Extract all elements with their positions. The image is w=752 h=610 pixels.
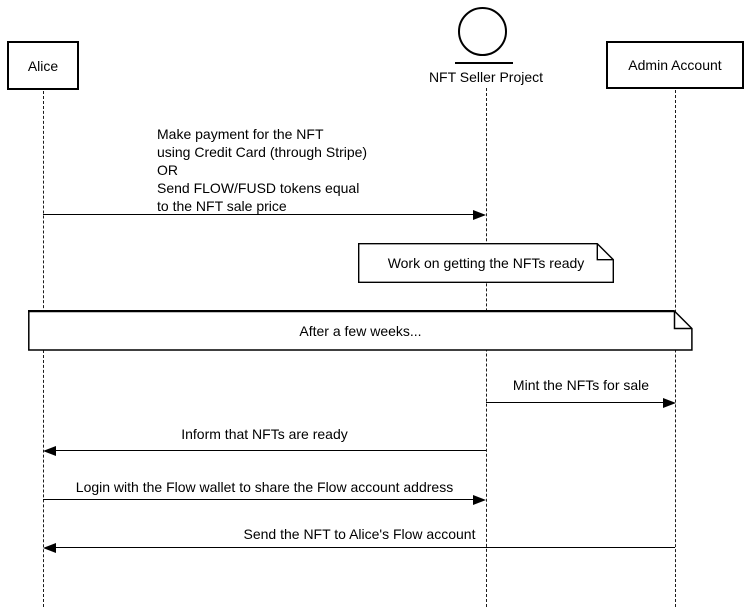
note-shape bbox=[358, 243, 614, 283]
message-inform-ready-text: Inform that NFTs are ready bbox=[181, 426, 348, 442]
message-send-nft-text: Send the NFT to Alice's Flow account bbox=[243, 526, 476, 542]
participant-admin-label: Admin Account bbox=[628, 57, 722, 73]
message-login-wallet-text: Login with the Flow wallet to share the … bbox=[75, 479, 454, 495]
message-make-payment-text: Make payment for the NFT using Credit Ca… bbox=[157, 125, 367, 215]
note-work-on-nfts: Work on getting the NFTs ready bbox=[358, 243, 614, 283]
message-line: OR bbox=[157, 162, 178, 178]
note-after-a-few-weeks-text: After a few weeks... bbox=[299, 322, 422, 339]
participant-admin: Admin Account bbox=[606, 41, 744, 89]
message-inform-ready-arrow-line bbox=[55, 450, 486, 451]
entity-icon-underline bbox=[455, 61, 513, 65]
message-line: using Credit Card (through Stripe) bbox=[157, 144, 368, 160]
participant-alice-label: Alice bbox=[27, 57, 59, 74]
entity-icon bbox=[458, 7, 507, 56]
note-after-a-few-weeks: After a few weeks... bbox=[28, 310, 693, 351]
message-inform-ready-arrowhead bbox=[43, 445, 56, 456]
message-login-wallet-arrow-line bbox=[43, 499, 473, 500]
message-send-nft-arrowhead bbox=[43, 542, 56, 553]
message-line: to the NFT sale price bbox=[157, 198, 287, 214]
participant-nft-seller-label: NFT Seller Project bbox=[428, 69, 544, 85]
message-line: Make payment for the NFT bbox=[157, 126, 324, 142]
message-mint-nfts-text: Mint the NFTs for sale bbox=[512, 377, 650, 393]
message-make-payment-arrowhead bbox=[473, 209, 486, 220]
message-make-payment-arrow-line bbox=[43, 214, 473, 215]
message-mint-nfts-arrow-line bbox=[486, 402, 663, 403]
message-mint-nfts-arrowhead bbox=[663, 397, 676, 408]
note-work-on-nfts-text: Work on getting the NFTs ready bbox=[387, 255, 585, 271]
message-send-nft-arrow-line bbox=[55, 547, 675, 548]
message-line: Send FLOW/FUSD tokens equal bbox=[157, 180, 360, 196]
message-login-wallet-arrowhead bbox=[473, 494, 486, 505]
note-shape bbox=[28, 310, 693, 351]
participant-alice: Alice bbox=[7, 41, 79, 90]
